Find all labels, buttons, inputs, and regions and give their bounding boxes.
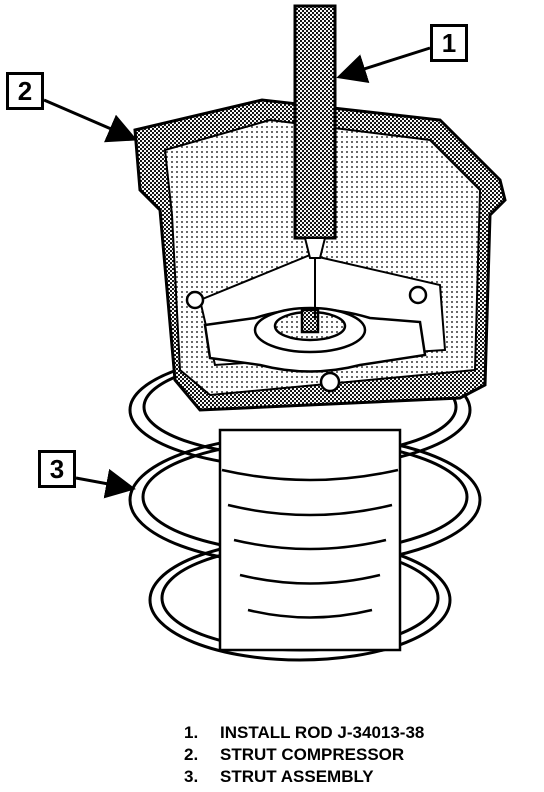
callout-3: 3: [38, 450, 76, 488]
legend-text: INSTALL ROD J-34013-38: [220, 723, 425, 742]
legend-item: 1. INSTALL ROD J-34013-38: [184, 722, 424, 744]
leader-arrow-3: [75, 468, 136, 499]
legend-text: STRUT ASSEMBLY: [220, 767, 374, 786]
install-rod: [293, 4, 337, 318]
legend-item: 2. STRUT COMPRESSOR: [184, 744, 424, 766]
legend-number: 3.: [184, 767, 199, 786]
leader-arrow-2: [43, 98, 138, 143]
leader-arrows: [43, 46, 431, 499]
legend-number: 1.: [184, 723, 199, 742]
strut-dust-boot: [218, 428, 402, 652]
callout-2: 2: [6, 72, 44, 110]
callout-1: 1: [430, 24, 468, 62]
leader-arrow-1: [336, 46, 431, 84]
parts-legend: 1. INSTALL ROD J-34013-38 2. STRUT COMPRES…: [184, 722, 424, 788]
upper-strut-mount: [185, 285, 428, 393]
legend-item: 3. STRUT ASSEMBLY: [184, 766, 424, 788]
legend-text: STRUT COMPRESSOR: [220, 745, 405, 764]
legend-number: 2.: [184, 745, 199, 764]
